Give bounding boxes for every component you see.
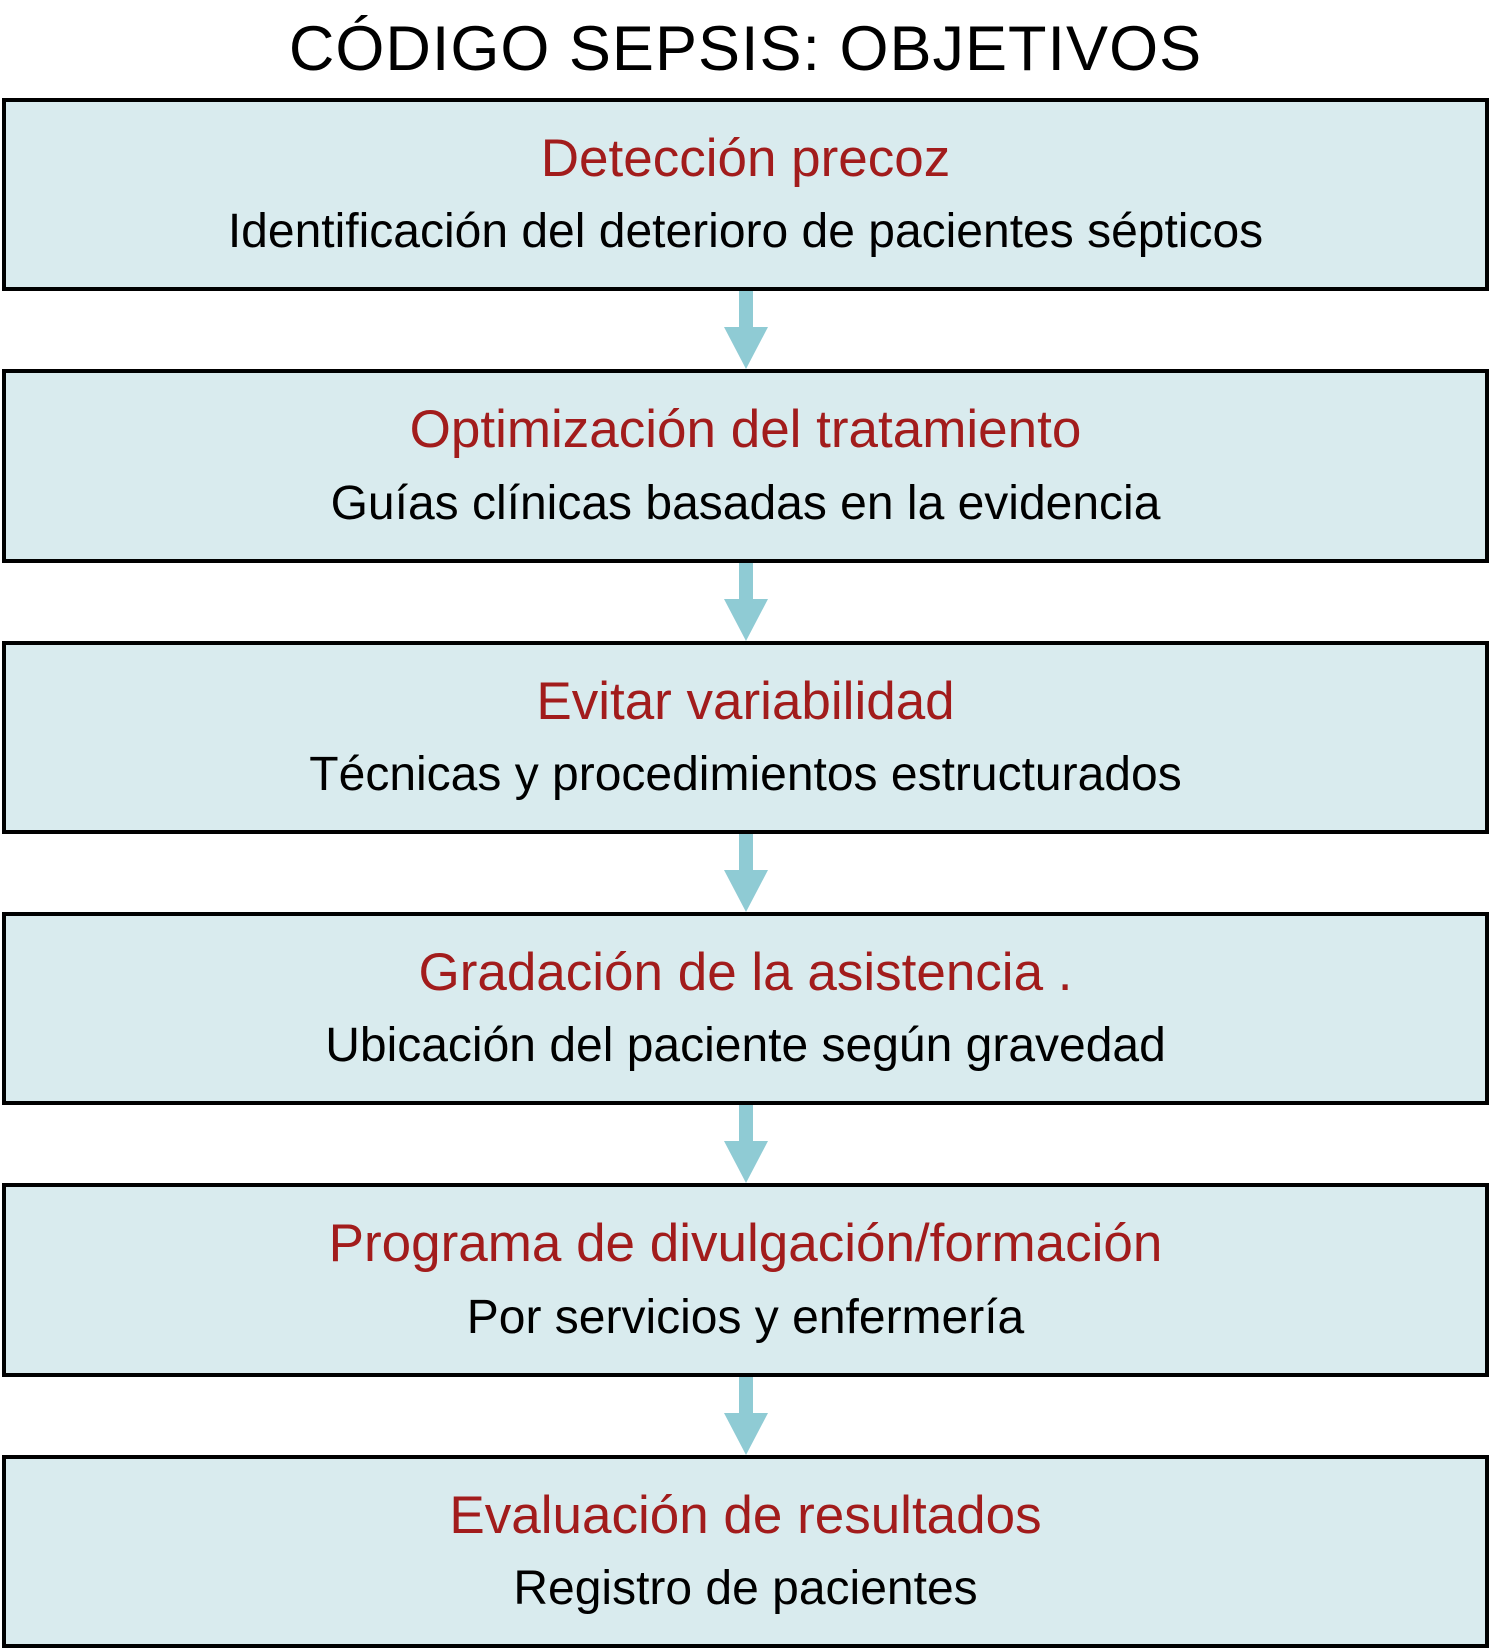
- down-arrow-icon: [723, 833, 768, 912]
- step-box-evitar-variabilidad: Evitar variabilidad Técnicas y procedimi…: [2, 640, 1489, 834]
- step-description: Técnicas y procedimientos estructurados: [309, 748, 1182, 802]
- down-arrow-icon: [723, 291, 768, 370]
- step-description: Guías clínicas basadas en la evidencia: [330, 476, 1161, 530]
- step-description: Por servicios y enfermería: [466, 1290, 1025, 1344]
- step-heading: Detección precoz: [540, 129, 951, 189]
- step-heading: Optimización del tratamiento: [409, 400, 1082, 460]
- step-heading: Programa de divulgación/formación: [328, 1214, 1163, 1274]
- down-arrow-icon: [723, 1105, 768, 1184]
- step-description: Registro de pacientes: [513, 1562, 978, 1616]
- connector-gap: [0, 833, 1491, 912]
- step-box-programa-divulgacion: Programa de divulgación/formación Por se…: [2, 1183, 1489, 1377]
- down-arrow-icon: [723, 1376, 768, 1455]
- connector-gap: [0, 1105, 1491, 1184]
- step-box-optimizacion-tratamiento: Optimización del tratamiento Guías clíni…: [2, 369, 1489, 563]
- step-box-evaluacion-resultados: Evaluación de resultados Registro de pac…: [2, 1454, 1489, 1648]
- connector-gap: [0, 562, 1491, 641]
- step-heading: Evitar variabilidad: [536, 671, 955, 731]
- step-heading: Evaluación de resultados: [449, 1485, 1042, 1545]
- page-title: CÓDIGO SEPSIS: OBJETIVOS: [288, 14, 1203, 84]
- step-heading: Gradación de la asistencia .: [418, 943, 1073, 1003]
- down-arrow-icon: [723, 562, 768, 641]
- step-box-gradacion-asistencia: Gradación de la asistencia . Ubicación d…: [2, 911, 1489, 1106]
- step-box-deteccion-precoz: Detección precoz Identificación del dete…: [2, 98, 1489, 292]
- step-description: Identificación del deterioro de paciente…: [227, 205, 1264, 259]
- connector-gap: [0, 291, 1491, 370]
- connector-gap: [0, 1376, 1491, 1455]
- step-description: Ubicación del paciente según gravedad: [325, 1019, 1166, 1073]
